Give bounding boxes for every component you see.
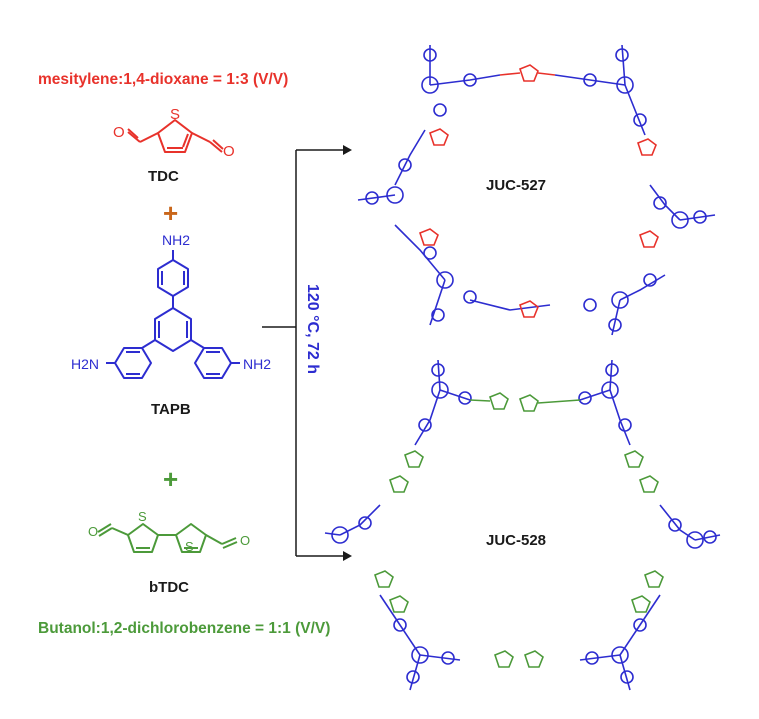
arrow-head-top (343, 145, 352, 155)
cof-framework-juc-528 (324, 359, 721, 691)
btdc-structure (97, 523, 238, 553)
product-label-juc-527: JUC-527 (486, 177, 547, 194)
plus-sign-2: + (163, 464, 179, 494)
tdc-label: TDC (148, 168, 179, 185)
solvent-label-btdc: Butanol:1,2-dichlorobenzene = 1:1 (V/V) (38, 620, 331, 637)
tdc-oxygen-left: O (113, 124, 125, 141)
btdc-oxygen-right: O (240, 533, 251, 548)
product-label-juc-528: JUC-528 (486, 532, 547, 549)
btdc-label: bTDC (149, 579, 189, 596)
tapb-structure (106, 250, 240, 379)
reaction-conditions: 120 °C, 72 h (304, 284, 321, 374)
tapb-amine-left: H2N (71, 356, 100, 372)
tdc-oxygen-right: O (223, 143, 235, 160)
tdc-structure (127, 119, 224, 153)
tdc-sulfur-atom: S (170, 106, 181, 123)
tapb-amine-top: NH2 (162, 232, 191, 248)
tapb-label: TAPB (151, 401, 191, 418)
btdc-oxygen-left: O (88, 524, 99, 539)
solvent-label-tdc: mesitylene:1,4-dioxane = 1:3 (V/V) (38, 71, 289, 88)
plus-sign-1: + (163, 198, 179, 228)
cof-framework-juc-527 (357, 44, 716, 336)
tapb-amine-right: NH2 (243, 356, 272, 372)
arrow-head-bottom (343, 551, 352, 561)
btdc-sulfur-left: S (138, 509, 147, 524)
btdc-sulfur-right: S (185, 539, 194, 554)
